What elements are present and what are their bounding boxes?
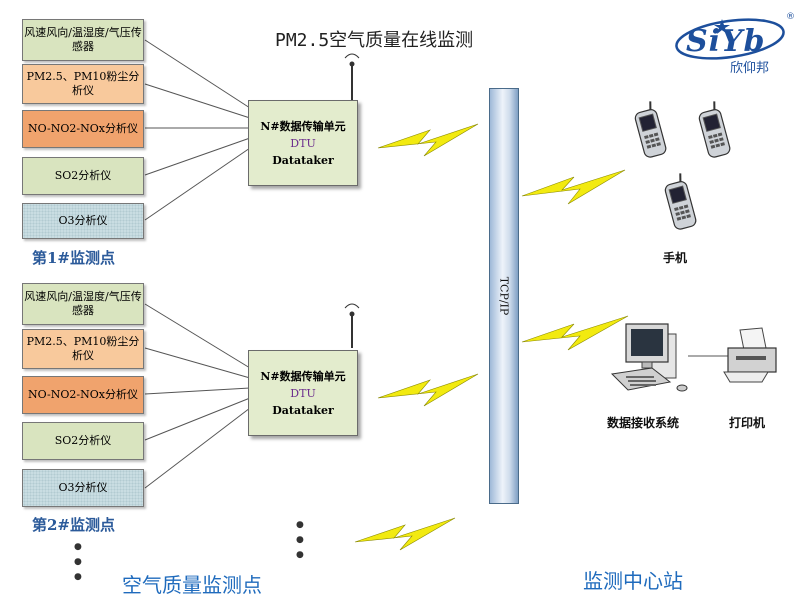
lightning-icons	[354, 123, 629, 551]
station-1-label: 第1#监测点	[32, 249, 116, 267]
logo-chinese-name: 欣仰邦	[730, 61, 770, 76]
dtu-model: Datataker	[272, 403, 334, 417]
antenna-icon	[344, 53, 360, 348]
dtu-type: DTU	[290, 386, 316, 400]
printer-icon	[723, 327, 777, 383]
monitoring-center-label: 监测中心站	[583, 569, 683, 593]
phone-icon	[660, 171, 699, 232]
dtu-title: N#数据传输单元	[260, 369, 346, 383]
phone-icon	[694, 100, 733, 160]
so2-analyzer-2: SO2分析仪	[22, 422, 144, 460]
logo-registered-mark: ®	[786, 12, 795, 22]
tcpip-label: TCP/IP	[497, 276, 511, 316]
page-title: PM2.5空气质量在线监测	[275, 30, 474, 51]
printer-label: 打印机	[729, 416, 766, 430]
o3-analyzer-2: O3分析仪	[22, 469, 144, 507]
phone-label: 手机	[663, 251, 688, 265]
mobile-phones	[630, 100, 733, 232]
logo-brand: SiYb	[686, 24, 766, 59]
dtu-model: Datataker	[272, 153, 334, 167]
tcpip-network-bar	[489, 88, 519, 504]
pm-dust-analyzer-2: PM2.5、PM10粉尘分析仪	[22, 329, 144, 369]
dtu-title: N#数据传输单元	[260, 119, 346, 133]
phone-icon	[630, 100, 669, 160]
wind-temp-pressure-sensor-2: 风速风向/温湿度/气压传感器	[22, 283, 144, 325]
wind-temp-pressure-sensor-1: 风速风向/温湿度/气压传感器	[22, 19, 144, 61]
station-2-label: 第2#监测点	[32, 516, 116, 534]
dtu-unit-2: N#数据传输单元 DTU Datataker	[248, 350, 358, 436]
monitoring-points-label: 空气质量监测点	[122, 573, 262, 597]
nox-analyzer-1: NO-NO2-NOx分析仪	[22, 110, 144, 148]
dtu-type: DTU	[290, 136, 316, 150]
pm-dust-analyzer-1: PM2.5、PM10粉尘分析仪	[22, 64, 144, 104]
more-stations-dots: ●●●	[74, 542, 82, 582]
logo-swoosh-icon	[675, 18, 785, 60]
computer-icon	[610, 323, 688, 392]
dtu-unit-1: N#数据传输单元 DTU Datataker	[248, 100, 358, 186]
more-links-dots: ●●●	[296, 520, 304, 560]
receiver-label: 数据接收系统	[607, 416, 680, 430]
o3-analyzer-1: O3分析仪	[22, 203, 144, 239]
nox-analyzer-2: NO-NO2-NOx分析仪	[22, 376, 144, 414]
so2-analyzer-1: SO2分析仪	[22, 157, 144, 195]
